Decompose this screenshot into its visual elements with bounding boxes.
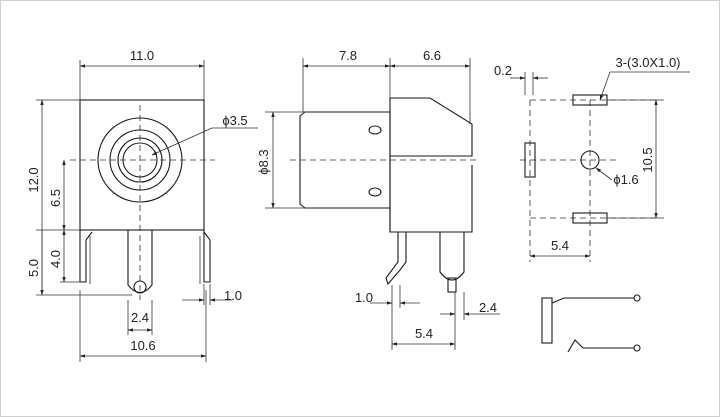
dim-height-total: 12.0	[26, 167, 41, 192]
dim-footprint-hole: ϕ1.6	[613, 172, 638, 187]
dim-width-top: 11.0	[130, 48, 154, 63]
dim-side-pin-width: 1.0	[355, 290, 373, 305]
slot-left	[524, 142, 536, 178]
left-pin	[79, 230, 93, 283]
schematic-symbol	[541, 294, 641, 353]
side-view: 7.8 6.6 ϕ8.3 1.0 5.4 2.4	[256, 48, 500, 350]
symbol-sleeve	[541, 297, 553, 344]
dim-pin-thickness: 1.0	[224, 288, 242, 303]
side-right-pin-tip	[447, 277, 457, 293]
dim-pin-height: 5.0	[26, 259, 41, 277]
dim-barrel-diameter: ϕ8.3	[256, 149, 271, 174]
dim-side-pin-offset: 2.4	[479, 300, 497, 315]
dim-width-bottom: 10.6	[130, 338, 155, 353]
symbol-tip-line	[551, 297, 634, 304]
dim-pin-spacing: 2.4	[131, 310, 149, 325]
dim-center-height: 6.5	[48, 189, 63, 207]
symbol-ring-line	[567, 339, 634, 353]
front-body-outline	[79, 99, 205, 231]
dim-slot-spec: 3-(3.0X1.0)	[615, 55, 680, 70]
side-slot-top	[368, 125, 382, 135]
side-body-bottom	[389, 165, 473, 233]
dim-body-depth: 7.8	[339, 48, 357, 63]
dim-hole-diameter: ϕ3.5	[222, 113, 247, 128]
dim-side-pin-pitch: 5.4	[415, 326, 433, 341]
side-slot-bottom	[368, 187, 382, 197]
pcb-footprint: 0.2 3-(3.0X1.0) 10.5 ϕ1.6 5.4	[494, 55, 690, 262]
symbol-terminal-top	[633, 294, 641, 302]
right-pin	[203, 230, 211, 283]
symbol-terminal-bottom	[633, 344, 641, 352]
side-left-pin	[385, 232, 407, 286]
dim-pin-offset: 4.0	[48, 250, 63, 268]
dim-slot-width: 0.2	[494, 63, 512, 78]
center-pin-tip	[133, 280, 147, 294]
front-view: 11.0 ϕ3.5 12.0 6.5 5.0 4.0 2.4 1.0	[26, 48, 258, 362]
side-body-top	[390, 97, 473, 157]
side-right-pin	[439, 232, 465, 281]
dim-horizontal-pitch: 5.4	[551, 238, 569, 253]
footprint-hole	[580, 150, 600, 170]
dim-front-depth: 6.6	[423, 48, 441, 63]
dim-vertical-pitch: 10.5	[640, 147, 655, 172]
